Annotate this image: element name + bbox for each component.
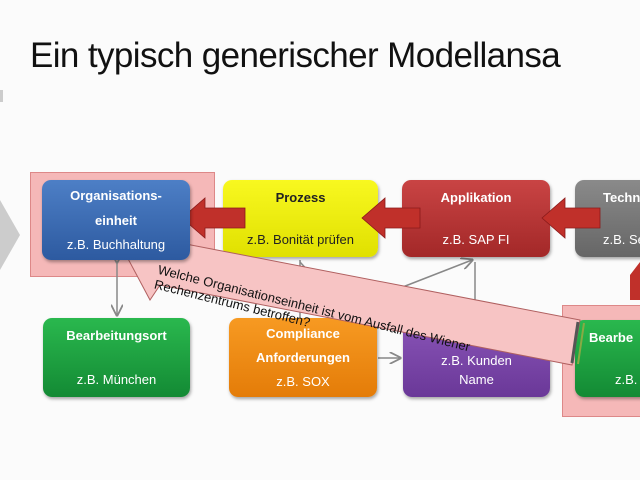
applikation-title: Applikation: [440, 190, 512, 205]
org-title-1: Organisations-: [70, 188, 162, 203]
daten-sub-1: z.B. Kunden: [441, 353, 512, 368]
technik-sub: z.B. Se: [603, 232, 640, 247]
org-title-2: einheit: [95, 212, 137, 228]
box-compliance[interactable]: Compliance Anforderungen z.B. SOX: [229, 318, 377, 397]
bearbeitungsort-title: Bearbeitungsort: [66, 328, 167, 343]
bearbeitungsort2-title: Bearbe: [589, 330, 634, 345]
banner-scroll-end-icon: [570, 321, 585, 365]
box-bearbeitungsort-right[interactable]: Bearbe z.B.: [575, 320, 640, 397]
box-applikation[interactable]: Applikation z.B. SAP FI: [402, 180, 550, 257]
compliance-title-1: Compliance: [266, 326, 340, 341]
box-prozess[interactable]: Prozess z.B. Bonität prüfen: [223, 180, 378, 257]
arrow-prozess-to-org-icon: [181, 197, 246, 239]
compliance-sub: z.B. SOX: [276, 374, 330, 389]
arrow-up-right-icon: [630, 262, 640, 300]
bearbeitungsort2-sub: z.B.: [615, 372, 638, 387]
prozess-sub: z.B. Bonität prüfen: [247, 232, 354, 247]
arrow-app-to-prozess-icon: [361, 197, 421, 239]
box-technik[interactable]: Techn z.B. Se: [575, 180, 640, 257]
arrow-tech-to-app-icon: [541, 197, 601, 239]
compliance-title-2: Anforderungen: [256, 350, 350, 365]
technik-title: Techn: [603, 190, 640, 205]
box-organisationseinheit[interactable]: Organisations- einheit z.B. Buchhaltung: [42, 180, 190, 260]
prozess-title: Prozess: [275, 190, 326, 205]
applikation-sub: z.B. SAP FI: [442, 232, 510, 247]
box-bearbeitungsort[interactable]: Bearbeitungsort z.B. München: [43, 318, 190, 397]
org-sub: z.B. Buchhaltung: [66, 237, 166, 252]
daten-sub-2: Name: [459, 372, 494, 387]
bearbeitungsort-sub: z.B. München: [76, 372, 157, 387]
slide-title: Ein typisch generischer Modellansa: [30, 36, 561, 75]
